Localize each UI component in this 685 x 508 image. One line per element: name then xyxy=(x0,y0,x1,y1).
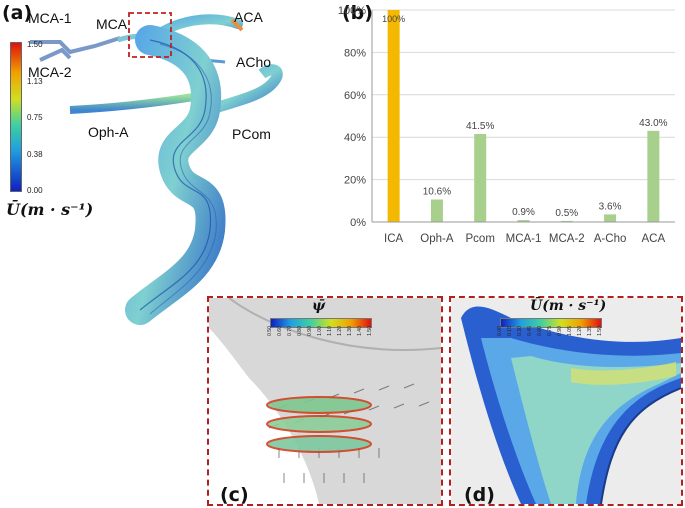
flow-distribution-chart: 0% 20% 40% 60% 80% 100% 100% ICA 10.6% Oph-A 41.5%… xyxy=(338,5,675,245)
colorbar-tick: 1.30 xyxy=(346,326,353,336)
y-tick-label: 20% xyxy=(344,175,366,187)
bar-mca-2 xyxy=(560,220,573,222)
x-tick-label: MCA-2 xyxy=(549,233,585,245)
colorbar-tick: 1.13 xyxy=(27,77,43,86)
bar-data-label: 43.0% xyxy=(639,118,667,129)
aca-outlet xyxy=(230,18,244,32)
bar-a-cho xyxy=(604,214,617,222)
roi-box xyxy=(128,12,172,58)
x-tick-label: ACA xyxy=(642,233,666,245)
colorbar-tick: 0.00 xyxy=(496,326,503,336)
colorbar-tick: 0.75 xyxy=(27,113,43,122)
peak-flow-region xyxy=(571,362,676,385)
colorbar-tick: 0.38 xyxy=(27,150,43,159)
label-opha: Oph-A xyxy=(88,124,129,140)
panel-a-label: (a) xyxy=(2,2,33,24)
x-tick-label: MCA-1 xyxy=(506,233,542,245)
label-mca2: MCA-2 xyxy=(28,64,72,80)
panel-c-frame xyxy=(207,296,443,506)
velocity-colorbar-d-title: Ū(m · s⁻¹) xyxy=(530,298,607,314)
vessel-streamline-render xyxy=(30,12,283,325)
velocity-contour-render xyxy=(451,298,681,504)
mca1-vessel xyxy=(30,36,121,55)
label-mca1: MCA-1 xyxy=(28,10,72,26)
colorbar-title: Ū(m · s⁻¹) xyxy=(6,200,94,219)
bar-data-label: 41.5% xyxy=(466,121,494,132)
x-tick-label: ICA xyxy=(384,233,404,245)
bar-pcom xyxy=(474,134,487,222)
colorbar-tick: 1.50 xyxy=(366,326,373,336)
ica-streamline xyxy=(139,39,212,311)
colorbar-tick: 1.20 xyxy=(576,326,583,336)
pcom-vessel xyxy=(213,64,283,114)
velocity-colorbar-d xyxy=(500,318,602,328)
y-tick-label: 0% xyxy=(350,217,366,229)
colorbar-tick: 1.05 xyxy=(566,326,573,336)
psi-colorbar-title: ψ̄ xyxy=(312,298,326,314)
colorbar-tick: 0.90 xyxy=(306,326,313,336)
colorbar-tick: 1.50 xyxy=(596,326,603,336)
colorbar-tick: 0.50 xyxy=(266,326,273,336)
panel-d-frame xyxy=(449,296,683,506)
x-tick-label: A-Cho xyxy=(594,233,627,245)
bar-data-label: 0.5% xyxy=(555,208,578,219)
panel-b-label: (b) xyxy=(342,2,373,24)
colorbar-tick: 1.00 xyxy=(316,326,323,336)
bar-data-label: 0.9% xyxy=(512,207,535,218)
colorbar-tick: 0.90 xyxy=(556,326,563,336)
colorbar-tick: 0.45 xyxy=(526,326,533,336)
psi-colorbar xyxy=(270,318,372,328)
velocity-ratio-render xyxy=(209,298,441,504)
y-tick-label: 80% xyxy=(344,47,366,59)
label-acho: ACho xyxy=(236,54,272,70)
vessel-edge xyxy=(228,298,441,351)
bar-data-label: 10.6% xyxy=(423,187,451,198)
ica-streamline xyxy=(149,43,217,315)
y-tick-label: 40% xyxy=(344,132,366,144)
bar-mca-1 xyxy=(517,220,530,222)
panel-d-label: (d) xyxy=(464,484,495,506)
colorbar-tick: 0.70 xyxy=(286,326,293,336)
colorbar-tick: 1.10 xyxy=(326,326,333,336)
bar-ica xyxy=(387,10,400,222)
bar-data-label: 3.6% xyxy=(599,201,622,212)
label-mca: MCA xyxy=(96,16,128,32)
cross-section-1 xyxy=(266,396,372,414)
velocity-colorbar xyxy=(10,42,22,192)
cross-section-3 xyxy=(266,435,372,453)
y-tick-label: 60% xyxy=(344,90,366,102)
label-pcom: PCom xyxy=(232,126,271,142)
bar-oph-a xyxy=(430,199,443,222)
colorbar-tick: 0.00 xyxy=(27,186,43,195)
colorbar-tick: 1.50 xyxy=(27,40,43,49)
bar-aca xyxy=(647,130,660,222)
colorbar-tick: 1.40 xyxy=(356,326,363,336)
cross-section-2 xyxy=(266,415,372,433)
colorbar-tick: 1.35 xyxy=(586,326,593,336)
colorbar-tick: 1.20 xyxy=(336,326,343,336)
colorbar-tick: 0.75 xyxy=(546,326,553,336)
x-tick-label: Pcom xyxy=(466,233,495,245)
mca2-vessel xyxy=(39,47,72,62)
opha-vessel xyxy=(69,92,201,114)
label-aca: ACA xyxy=(234,9,263,25)
panel-c-label: (c) xyxy=(220,484,249,506)
colorbar-tick: 0.80 xyxy=(296,326,303,336)
colorbar-tick: 0.60 xyxy=(536,326,543,336)
colorbar-tick: 0.30 xyxy=(516,326,523,336)
core-flow-region xyxy=(511,356,681,504)
colorbar-tick: 0.15 xyxy=(506,326,513,336)
bar-data-label: 100% xyxy=(382,14,405,24)
x-tick-label: Oph-A xyxy=(420,233,454,245)
colorbar-tick: 0.60 xyxy=(276,326,283,336)
y-tick-label: 100% xyxy=(338,5,366,17)
